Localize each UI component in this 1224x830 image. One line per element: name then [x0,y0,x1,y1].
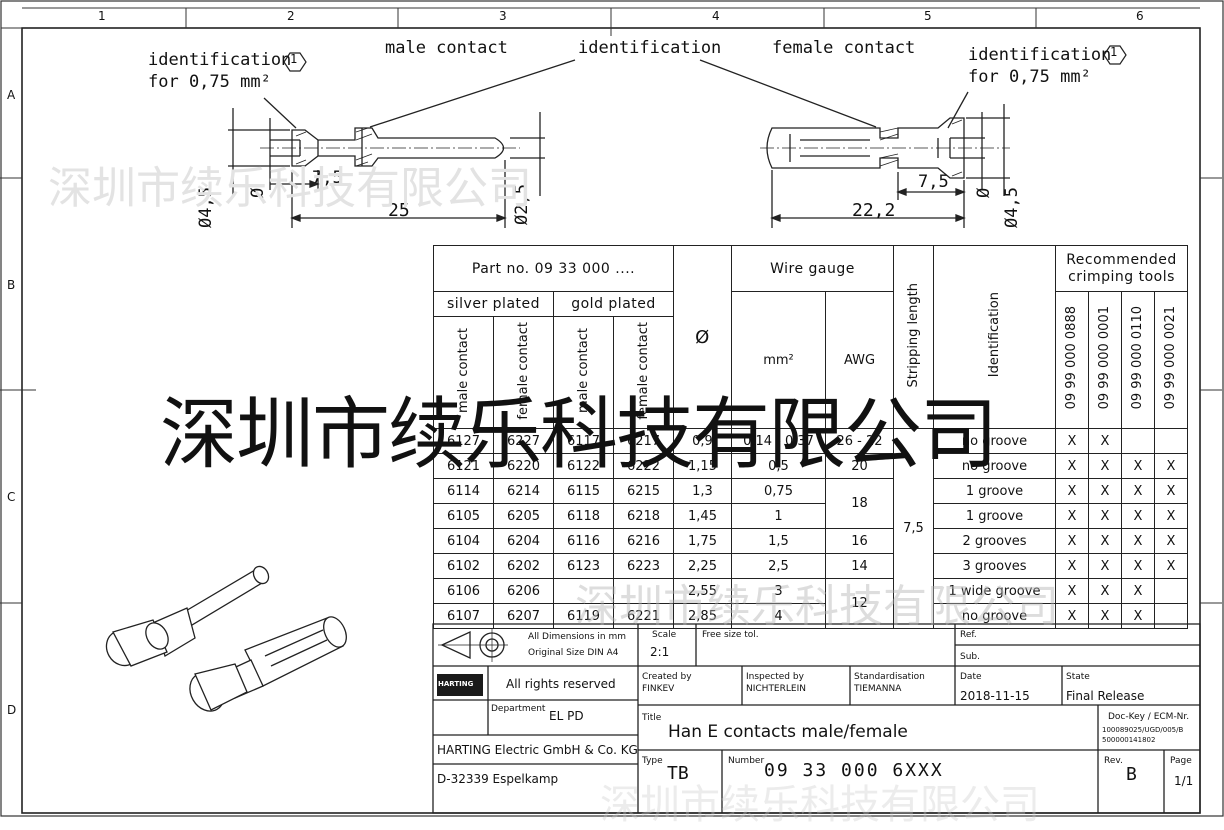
grid-col-3: 3 [499,9,507,23]
contacts-illustration [105,565,347,712]
department-label: Department [491,704,546,714]
grid-row-d: D [7,703,17,717]
all-dimensions: All Dimensions in mm [528,632,627,642]
watermark-large: 深圳市续乐科技有限公司 [160,390,998,480]
rev-label: Rev. [1104,756,1123,766]
date-label: Date [960,672,982,682]
created-by-value: FINKEV [642,684,675,694]
page-value: 1/1 [1174,774,1194,788]
silver-female-header: female contact [493,316,554,429]
company-address: D-32339 Espelkamp [437,772,559,786]
male-dim-25: 25 [388,200,410,221]
grid-row-b: B [7,278,16,292]
standardisation-label: Standardisation [854,672,925,682]
grid-row-c: C [7,490,16,504]
company-name: HARTING Electric GmbH & Co. KG [437,743,638,757]
male-id-badge: 1 [290,52,298,66]
identification-label: identification [578,38,722,58]
identification-header: Identification [933,245,1056,429]
created-by-label: Created by [642,672,692,682]
state-value: Final Release [1066,689,1145,703]
inspected-by-label: Inspected by [746,672,804,682]
sub-label: Sub. [960,652,980,662]
inspected-by-value: NICHTERLEIN [746,684,806,694]
tool-header-3: 09 99 000 0110 [1121,291,1155,429]
watermark-ghost-footer: 深圳市续乐科技有限公司 [600,782,1040,828]
grid-col-6: 6 [1136,9,1144,23]
harting-logo [437,674,483,696]
female-id-label-line1: identification [968,45,1112,65]
rights-reserved: All rights reserved [506,677,616,691]
state-label: State [1066,672,1090,682]
page-label: Page [1170,756,1192,766]
dockey-label: Doc-Key / ECM-Nr. [1108,712,1190,722]
grid-col-2: 2 [287,9,295,23]
silver-male-header: male contact [433,316,494,429]
male-contact-label: male contact [385,38,508,58]
male-id-label-line1: identification [148,50,292,70]
scale-value: 2:1 [650,645,670,659]
grid-col-1: 1 [98,9,106,23]
drawing-title: Han E contacts male/female [668,722,908,742]
number-value: 09 33 000 6XXX [764,760,944,781]
part-no-header: Part no. 09 33 000 .... [433,245,674,292]
title-label: Title [642,713,662,723]
dockey-value-1: 100089025/UGD/005/B [1102,726,1184,734]
female-dim-7-5: 7,5 [918,172,949,192]
harting-logo-text: HARTING [438,680,474,688]
type-label: Type [642,756,663,766]
dockey-value-2: 500000141802 [1102,736,1156,744]
mm2-header: mm² [731,291,826,429]
type-value: TB [667,763,689,784]
scale-label: Scale [652,630,677,640]
female-contact-label: female contact [772,38,916,58]
female-id-badge: 1 [1110,45,1118,59]
spec-table: Part no. 09 33 000 .... Ø Wire gauge Str… [433,245,1188,629]
gold-plated-header: gold plated [553,291,674,317]
original-size: Original Size DIN A4 [528,648,619,658]
standardisation-value: TIEMANNA [854,684,902,694]
ref-label: Ref. [960,630,977,640]
female-id-label-line2: for 0,75 mm² [968,67,1091,87]
grid-row-a: A [7,88,16,102]
department-value: EL PD [549,709,584,723]
male-id-label-line2: for 0,75 mm² [148,72,271,92]
free-size-tol: Free size tol. [702,630,759,640]
tool-header-1: 09 99 000 0888 [1055,291,1089,429]
female-dim-22-2: 22,2 [852,200,896,221]
awg-header: AWG [825,291,894,429]
tool-header-4: 09 99 000 0021 [1154,291,1188,429]
watermark-ghost-top: 深圳市续乐科技有限公司 [48,163,532,214]
gold-female-header: female contact [613,316,674,429]
watermark-ghost-bottom: 深圳市续乐科技有限公司 [575,581,1059,632]
grid-col-5: 5 [924,9,932,23]
grid-col-4: 4 [712,9,720,23]
number-label: Number [728,756,765,766]
rev-value: B [1126,764,1137,785]
stripping-value: 7,5 [893,428,934,629]
male-dim-7-5: 7,5 [312,168,343,188]
date-value: 2018-11-15 [960,689,1030,703]
